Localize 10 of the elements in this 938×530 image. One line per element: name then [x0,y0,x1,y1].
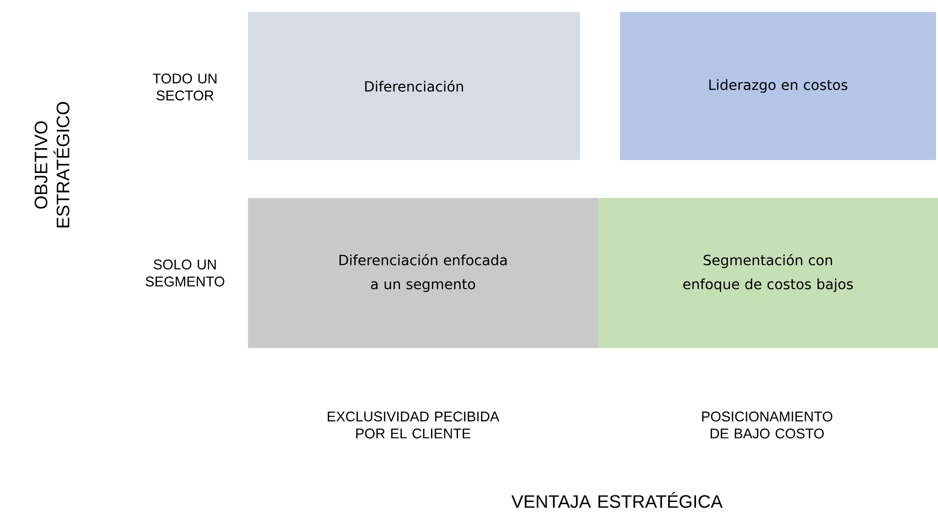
row-label: TODO UN SECTOR [152,74,216,100]
strategy-box: Segmentación con enfoque de costos bajos [598,198,938,348]
strategy-box: Liderazgo en costos [620,12,936,160]
axis-title: OBJETIVO ESTRATÉGICO [34,102,70,228]
column-label: EXCLUSIVIDAD PECIBIDA POR EL CLIENTE [328,412,500,438]
strategy-box: Diferenciación [248,12,580,160]
axis-title: VENTAJA ESTRATÉGICA [511,492,723,508]
column-label: POSICIONAMIENTO DE BAJO COSTO [702,412,832,438]
strategy-box: Diferenciación enfocada a un segmento [248,198,598,348]
row-label: SOLO UN SEGMENTO [146,260,224,286]
